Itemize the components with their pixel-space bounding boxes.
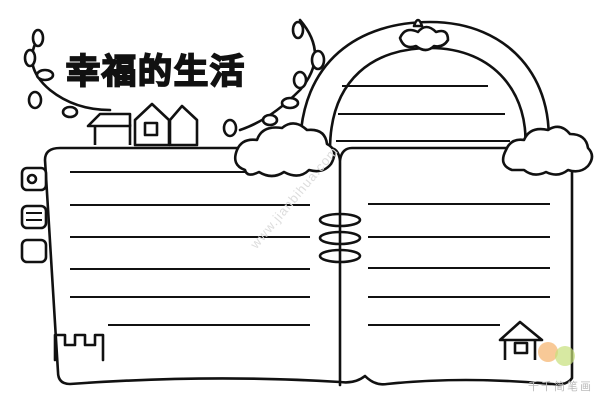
right-page-lines	[368, 203, 550, 326]
house-icon	[498, 320, 544, 360]
rainbow-arch	[298, 20, 551, 152]
page-title: 幸福的生活	[65, 51, 246, 93]
vine	[23, 18, 326, 138]
cloud-icon	[233, 122, 336, 178]
open-book	[20, 146, 574, 387]
flower-icon	[398, 18, 450, 52]
page-tabs	[20, 166, 48, 264]
watermark-logo	[538, 342, 575, 366]
watermark-brand: 千千简笔画	[528, 380, 593, 393]
cloud-icon	[501, 125, 594, 176]
castle-wall	[53, 333, 105, 362]
left-page-lines	[70, 171, 310, 326]
spiral-rings	[318, 212, 362, 264]
house-icon	[86, 102, 199, 147]
